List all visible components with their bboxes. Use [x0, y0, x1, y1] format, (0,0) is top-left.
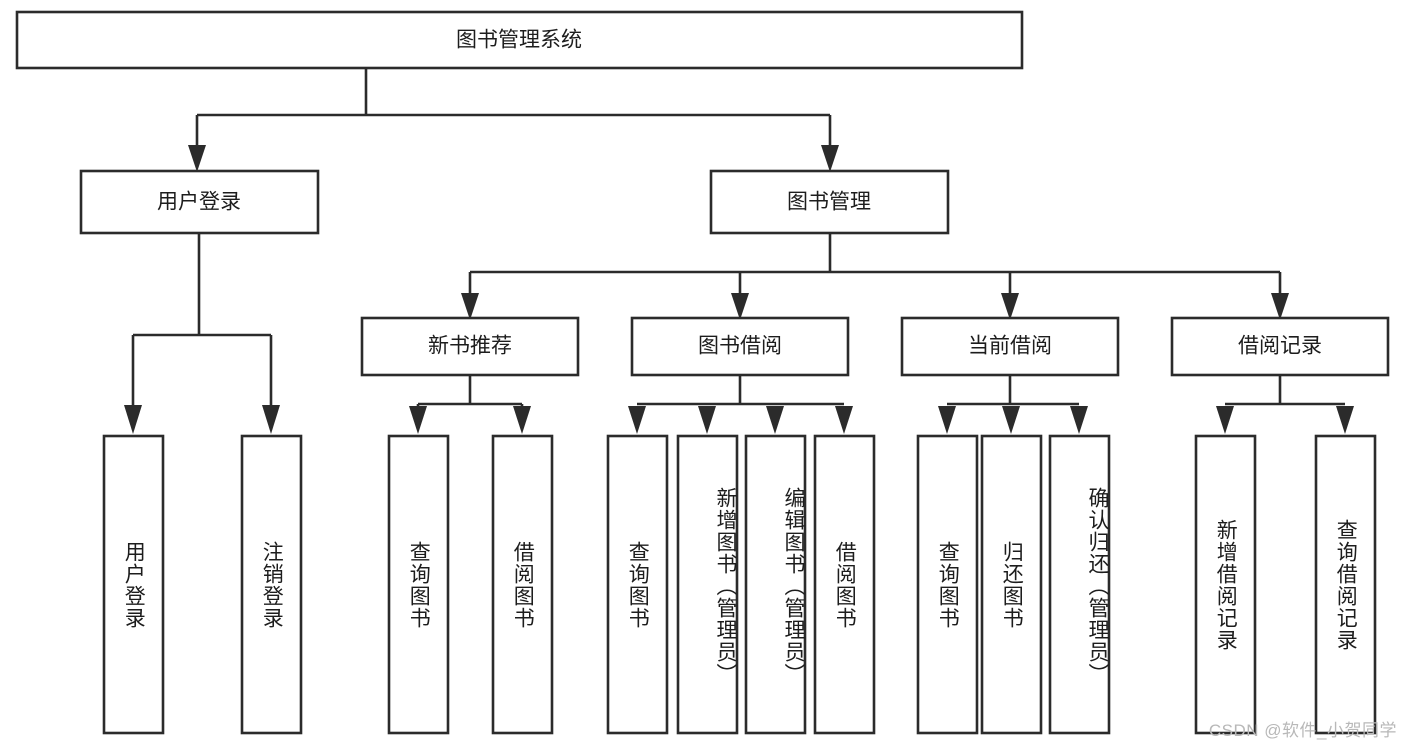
leaf-box-new-book-1[interactable] — [491, 434, 554, 735]
arrow-book-borrow-leaf-2 — [766, 406, 784, 434]
arrow-new-book-leaf-0 — [409, 406, 427, 434]
leaf-box-user-login-1[interactable] — [240, 434, 303, 735]
arrow-to-current-borrow — [1001, 293, 1019, 320]
node-book-manage-box[interactable] — [709, 169, 950, 235]
connectors-new-book-leaves — [409, 375, 531, 434]
arrow-current-borrow-leaf-2 — [1070, 406, 1088, 434]
arrow-current-borrow-leaf-0 — [938, 406, 956, 434]
arrow-book-borrow-leaf-3 — [835, 406, 853, 434]
leaf-box-borrow-record-0[interactable] — [1194, 434, 1257, 735]
node-current-borrow-box[interactable] — [900, 316, 1120, 377]
node-current-borrow-label: 当前借阅 — [968, 335, 1052, 358]
node-book-borrow-label: 图书借阅 — [698, 335, 782, 358]
node-user-login[interactable]: 用户登录 — [79, 169, 320, 235]
leaf-box-new-book-0[interactable] — [387, 434, 450, 735]
leaf-box-book-borrow-0[interactable] — [606, 434, 669, 735]
arrow-book-borrow-leaf-1 — [698, 406, 716, 434]
node-root-label: 图书管理系统 — [456, 29, 582, 52]
arrow-to-user-login — [188, 145, 206, 172]
node-root[interactable]: 图书管理系统 — [15, 10, 1024, 70]
node-current-borrow[interactable]: 当前借阅 — [900, 316, 1120, 377]
node-borrow-record-label: 借阅记录 — [1238, 335, 1322, 358]
arrow-to-book-borrow — [731, 293, 749, 320]
node-user-login-label: 用户登录 — [157, 191, 241, 214]
arrow-to-book-manage — [821, 145, 839, 172]
node-borrow-record[interactable]: 借阅记录 — [1170, 316, 1390, 377]
node-root-box[interactable] — [15, 10, 1024, 70]
leaf-box-current-borrow-0[interactable] — [916, 434, 979, 735]
node-new-book-recommend-label: 新书推荐 — [428, 335, 512, 358]
arrow-to-borrow-record — [1271, 293, 1289, 320]
arrow-new-book-leaf-1 — [513, 406, 531, 434]
arrow-current-borrow-leaf-1 — [1002, 406, 1020, 434]
node-book-manage[interactable]: 图书管理 — [709, 169, 950, 235]
node-book-borrow-box[interactable] — [630, 316, 850, 377]
arrow-to-new-book — [461, 293, 479, 320]
arrow-user-login-leaf-1 — [262, 405, 280, 434]
node-book-borrow[interactable]: 图书借阅 — [630, 316, 850, 377]
arrow-borrow-record-leaf-0 — [1216, 406, 1234, 434]
arrow-borrow-record-leaf-1 — [1336, 406, 1354, 434]
connectors-borrow-record-leaves — [1216, 375, 1354, 434]
connectors-user-login-leaves — [124, 233, 280, 434]
node-new-book-recommend[interactable]: 新书推荐 — [360, 316, 580, 377]
node-book-manage-label: 图书管理 — [787, 191, 871, 214]
connectors-book-manage-to-level3 — [461, 233, 1289, 320]
leaf-box-current-borrow-1[interactable] — [980, 434, 1043, 735]
leaf-box-book-borrow-2[interactable] — [744, 434, 807, 735]
node-borrow-record-box[interactable] — [1170, 316, 1390, 377]
arrow-user-login-leaf-0 — [124, 405, 142, 434]
leaf-box-borrow-record-1[interactable] — [1314, 434, 1377, 735]
connectors-current-borrow-leaves — [938, 375, 1088, 434]
leaf-box-book-borrow-3[interactable] — [813, 434, 876, 735]
leaf-box-current-borrow-2[interactable] — [1048, 434, 1111, 735]
connectors-book-borrow-leaves — [628, 375, 853, 434]
node-new-book-recommend-box[interactable] — [360, 316, 580, 377]
arrow-book-borrow-leaf-0 — [628, 406, 646, 434]
leaf-box-user-login-0[interactable] — [102, 434, 165, 735]
leaf-box-book-borrow-1[interactable] — [676, 434, 739, 735]
watermark: CSDN @软件_小贺同学 — [1208, 721, 1397, 740]
connectors-root-to-level2 — [188, 68, 839, 172]
node-user-login-box[interactable] — [79, 169, 320, 235]
